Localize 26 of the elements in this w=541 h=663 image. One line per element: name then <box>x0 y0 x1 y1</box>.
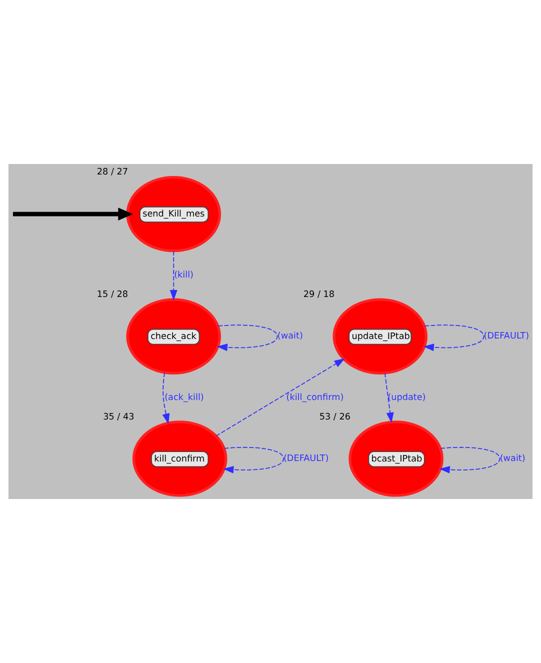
edge-label: (kill) <box>174 270 194 280</box>
arrow <box>384 372 394 424</box>
node-label: 15 / 28 <box>96 290 128 300</box>
edge-label: (DEFAULT) <box>484 332 530 342</box>
arrow <box>12 208 134 221</box>
node-label: 29 / 18 <box>303 290 335 300</box>
edge-label: (kill_confirm) <box>286 392 344 403</box>
node-ellipse: kill_confirm <box>132 420 228 497</box>
edge-label: (ack_kill) <box>164 392 204 403</box>
edge-label: (DEFAULT) <box>283 454 329 464</box>
node-label: 53 / 26 <box>319 412 350 422</box>
edge-label: (wait) <box>500 454 526 464</box>
edge-label: (wait) <box>277 332 303 342</box>
node-ellipse: bcast_IPtab <box>348 420 444 497</box>
edge-label: (update) <box>388 392 426 403</box>
arrow <box>216 324 278 352</box>
arrow <box>439 446 500 474</box>
node-ellipse: check_ack <box>126 298 222 374</box>
node-label: 35 / 43 <box>103 412 134 422</box>
arrow <box>170 250 178 301</box>
arrow <box>423 324 484 352</box>
node-ellipse: send_Kill_mes <box>126 176 222 252</box>
node-label: 28 / 27 <box>96 168 128 178</box>
arrow <box>162 372 170 424</box>
arrow <box>216 358 345 436</box>
arrow <box>222 446 284 474</box>
